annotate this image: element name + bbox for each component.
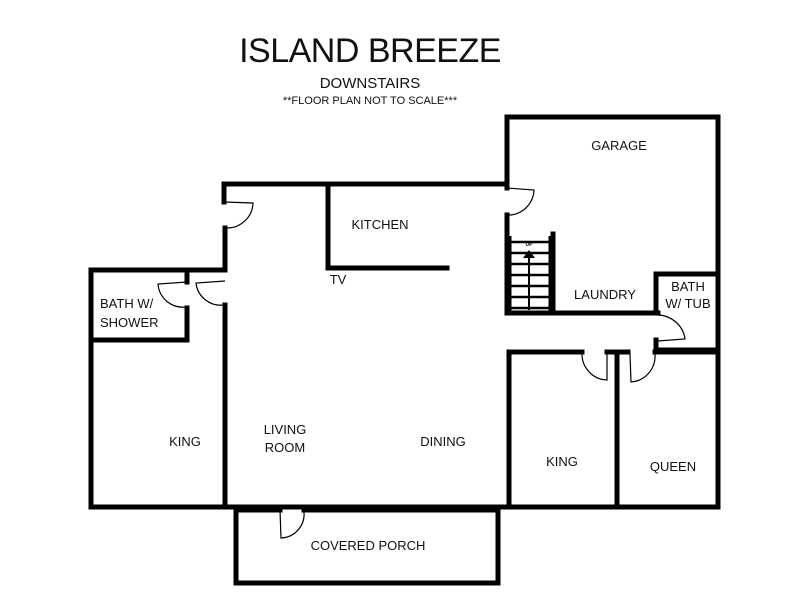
bath-shower-label-2: SHOWER xyxy=(100,315,159,330)
plan-title: ISLAND BREEZE xyxy=(239,32,501,70)
stairs: UP xyxy=(508,236,553,313)
stairs-up-arrow-icon xyxy=(523,250,535,258)
bath-shower-label-1: BATH W/ xyxy=(100,296,154,311)
room-labels: GARAGE KITCHEN TV LAUNDRY BATH W/ TUB BA… xyxy=(100,138,711,553)
living-room-label-1: LIVING xyxy=(264,422,307,437)
plan-subtitle: DOWNSTAIRS xyxy=(320,75,421,92)
king-left-label: KING xyxy=(169,434,201,449)
garage-label: GARAGE xyxy=(591,138,647,153)
dining-label: DINING xyxy=(420,434,466,449)
king-right-label: KING xyxy=(546,454,578,469)
walls xyxy=(88,114,721,586)
bath-tub-label-2: W/ TUB xyxy=(665,296,710,311)
covered-porch-label: COVERED PORCH xyxy=(311,538,426,553)
king-left-door[interactable] xyxy=(195,280,226,306)
tv-label: TV xyxy=(330,272,347,287)
bath-shower-door[interactable] xyxy=(157,281,188,308)
kitchen-label: KITCHEN xyxy=(351,217,408,232)
scale-note: **FLOOR PLAN NOT TO SCALE*** xyxy=(283,95,458,107)
entry-door[interactable] xyxy=(223,201,254,229)
king-right-door[interactable] xyxy=(581,353,608,381)
stairs-up-label: UP xyxy=(526,242,534,248)
porch-door[interactable] xyxy=(279,509,305,539)
queen-door[interactable] xyxy=(629,353,656,383)
bath-tub-door[interactable] xyxy=(655,314,686,342)
doors xyxy=(157,187,686,539)
living-room-label-2: ROOM xyxy=(265,440,305,455)
queen-label: QUEEN xyxy=(650,459,696,474)
garage-door[interactable] xyxy=(506,187,535,216)
laundry-label: LAUNDRY xyxy=(574,287,636,302)
bath-tub-label-1: BATH xyxy=(671,279,705,294)
